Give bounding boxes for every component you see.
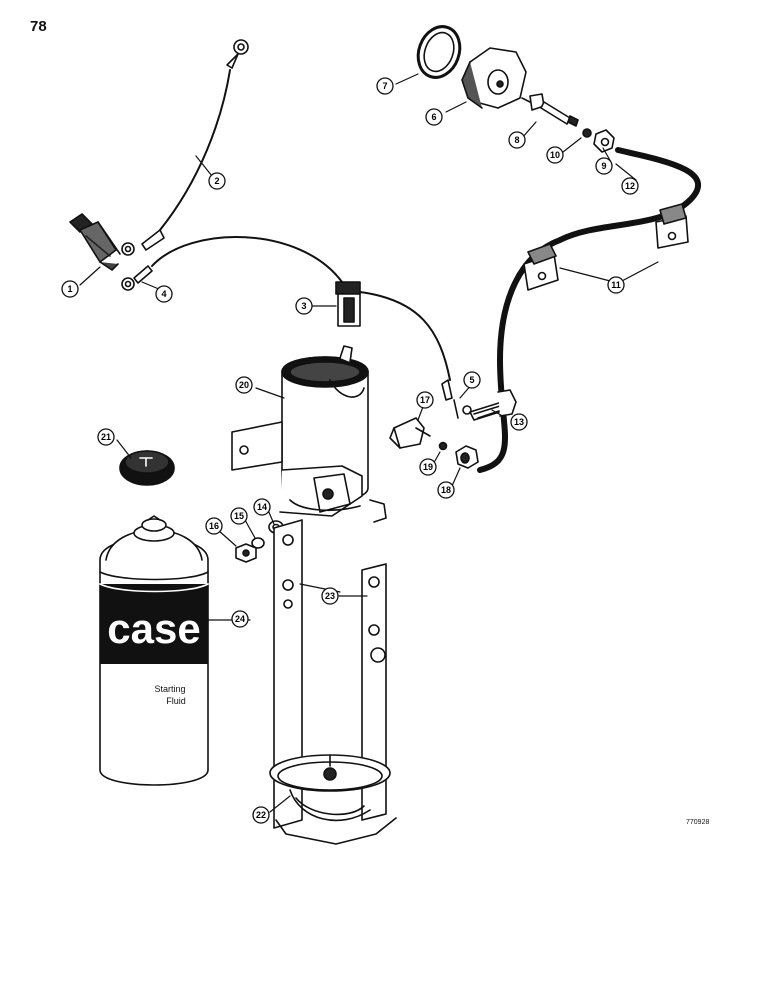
svg-text:14: 14 <box>257 502 267 512</box>
callout: 1 <box>61 280 79 298</box>
small-sleeve <box>438 441 448 451</box>
svg-text:17: 17 <box>420 395 430 405</box>
svg-text:18: 18 <box>441 485 451 495</box>
callout: 4 <box>155 285 173 303</box>
svg-text:1: 1 <box>67 284 72 294</box>
svg-text:22: 22 <box>256 810 266 820</box>
leader-lines <box>79 73 659 813</box>
callout: 3 <box>295 297 313 315</box>
callout: 17 <box>416 391 434 409</box>
callout: 8 <box>508 131 526 149</box>
svg-text:21: 21 <box>101 432 111 442</box>
svg-text:6: 6 <box>431 112 436 122</box>
svg-text:20: 20 <box>239 380 249 390</box>
atomizer-nozzle <box>521 93 579 127</box>
callout: 22 <box>252 806 270 824</box>
can-label-line-2: Fluid <box>166 696 186 706</box>
elbow-fitting <box>389 417 431 449</box>
switch-lead <box>121 236 343 291</box>
callout: 6 <box>425 108 443 126</box>
gasket <box>416 25 462 79</box>
ground-wire <box>121 39 249 256</box>
callout: 15 <box>230 507 248 525</box>
line-clip <box>523 243 559 291</box>
callout: 13 <box>510 413 528 431</box>
adapter-nut <box>461 47 527 109</box>
svg-text:7: 7 <box>382 81 387 91</box>
svg-text:9: 9 <box>601 161 606 171</box>
callout: 23 <box>321 587 339 605</box>
washer-5 <box>462 405 472 415</box>
svg-text:10: 10 <box>550 150 560 160</box>
callout: 24 <box>231 610 249 628</box>
callout: 11 <box>607 276 625 294</box>
mounting-bracket <box>273 519 397 845</box>
callout: 19 <box>419 458 437 476</box>
callout: 20 <box>235 376 253 394</box>
svg-text:8: 8 <box>514 135 519 145</box>
callout: 18 <box>437 481 455 499</box>
svg-text:2: 2 <box>214 176 219 186</box>
callout: 14 <box>253 498 271 516</box>
svg-text:11: 11 <box>611 280 621 290</box>
callout: 9 <box>595 157 613 175</box>
figure-code: 770928 <box>686 819 710 826</box>
starting-fluid-can <box>99 515 209 786</box>
hex-nut <box>455 445 479 469</box>
line-clip <box>655 203 689 249</box>
callout: 5 <box>463 371 481 389</box>
can-base-plate <box>269 754 391 822</box>
callout: 16 <box>205 517 223 535</box>
svg-text:3: 3 <box>301 301 306 311</box>
callout: 7 <box>376 77 394 95</box>
page-number: 78 <box>30 18 47 35</box>
svg-text:12: 12 <box>625 181 635 191</box>
can-cap <box>119 450 175 486</box>
callout: 2 <box>208 172 226 190</box>
svg-text:15: 15 <box>234 511 244 521</box>
callout: 10 <box>546 146 564 164</box>
svg-text:19: 19 <box>423 462 433 472</box>
can-brand-text: case <box>107 605 200 652</box>
svg-text:5: 5 <box>469 375 474 385</box>
wire-terminal <box>453 399 459 419</box>
bolt <box>469 389 517 421</box>
callout: 12 <box>621 177 639 195</box>
connector <box>335 281 453 401</box>
callouts: 1 2 3 4 5 6 7 8 9 10 11 12 13 14 15 16 1… <box>61 77 639 824</box>
sleeve-and-nut <box>582 128 615 153</box>
valve-body <box>231 345 387 523</box>
svg-text:23: 23 <box>325 591 335 601</box>
svg-text:13: 13 <box>514 417 524 427</box>
callout: 21 <box>97 428 115 446</box>
svg-text:4: 4 <box>161 289 166 299</box>
can-label-line-1: Starting <box>154 684 185 694</box>
push-switch <box>69 213 121 271</box>
svg-text:16: 16 <box>209 521 219 531</box>
svg-text:24: 24 <box>235 614 245 624</box>
